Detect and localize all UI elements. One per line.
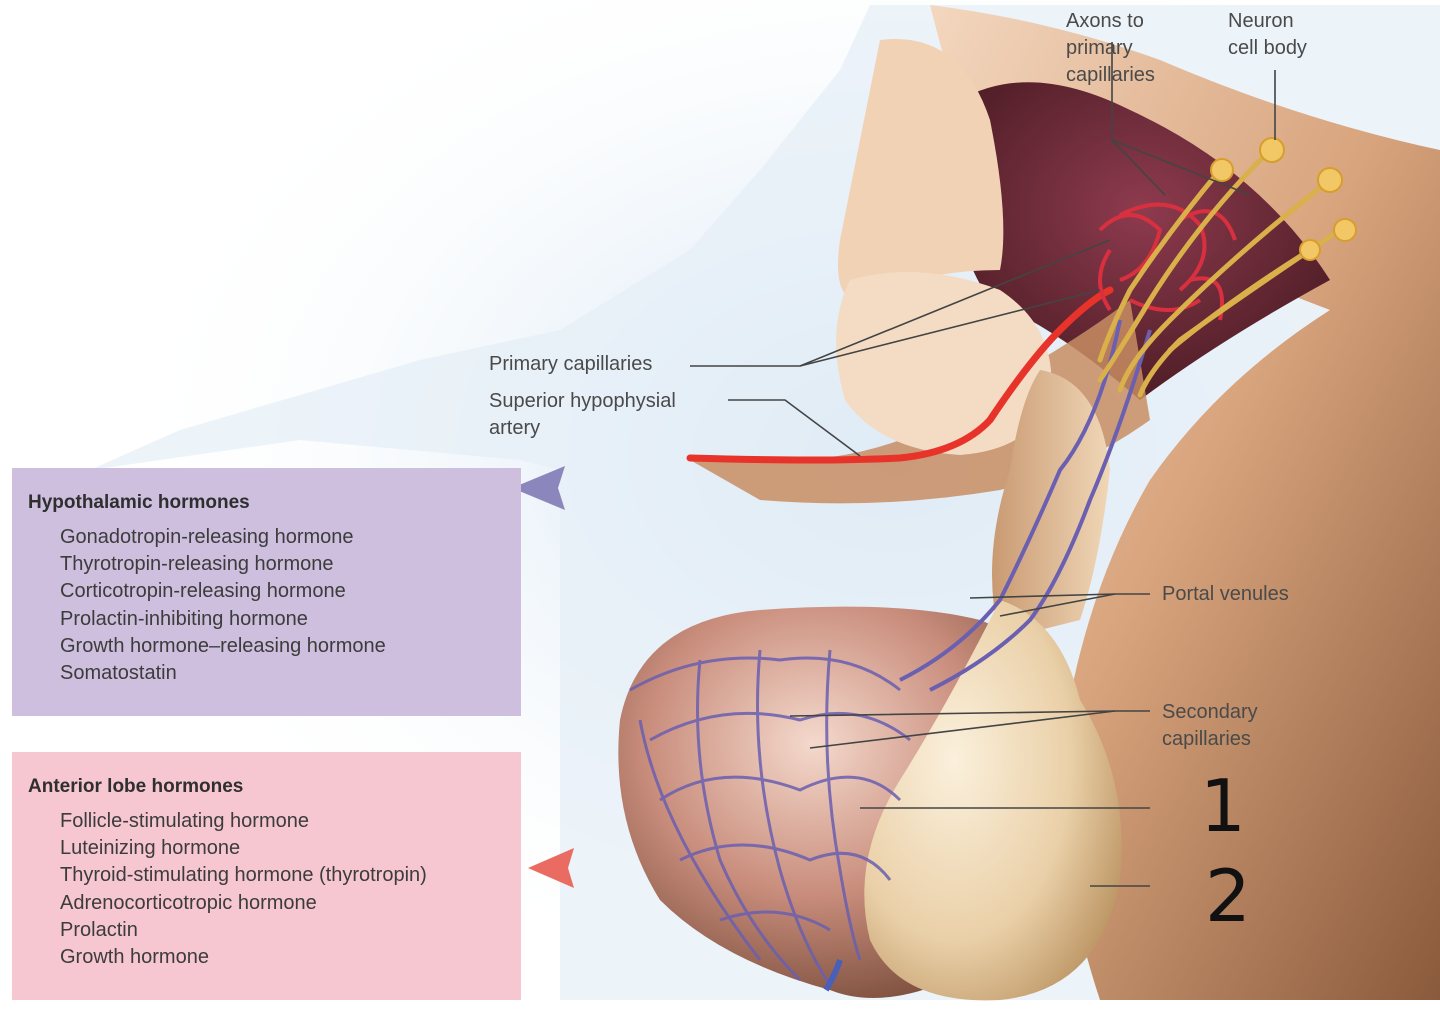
posterior-lobe — [864, 600, 1122, 1001]
anterior-lobe-hormones-title: Anterior lobe hormones — [28, 776, 244, 797]
optic-chiasm — [838, 39, 1004, 302]
list-item: Luteinizing hormone — [60, 837, 241, 860]
list-item: Follicle-stimulating hormone — [60, 810, 309, 832]
anterior-lobe-hormones-list: Follicle-stimulating hormone Luteinizing… — [28, 808, 507, 971]
hypothalamic-hormones-list: Gonadotropin-releasing hormone Thyrotrop… — [28, 524, 507, 687]
list-item: Growth hormone–releasing hormone — [60, 634, 386, 657]
hypothalamic-hormone-arrowhead — [512, 466, 565, 510]
superior-hypophysial-artery-label: Superior hypophysial artery — [489, 390, 676, 439]
anterior-hormone-arrowhead — [528, 848, 574, 888]
venous-outflow — [823, 959, 843, 992]
list-item: Corticotropin-releasing hormone — [60, 580, 346, 603]
anterior-lobe-hormones-box: Anterior lobe hormones Follicle-stimulat… — [12, 752, 521, 1000]
list-item: Adrenocorticotropic hormone — [60, 891, 317, 914]
handwritten-number-two: 2 — [1205, 854, 1251, 938]
list-item: Prolactin — [60, 918, 138, 941]
list-item: Thyrotropin-releasing hormone — [60, 553, 334, 576]
hypothalamic-hormones-title: Hypothalamic hormones — [28, 492, 250, 513]
neuron-axons — [1097, 147, 1343, 398]
secondary-capillaries-label: Secondary capillaries — [1162, 701, 1258, 750]
neuron-cell-bodies — [1210, 137, 1357, 261]
secondary-capillary-network — [629, 649, 911, 986]
handwritten-number-one: 1 — [1200, 764, 1246, 848]
list-item: Somatostatin — [60, 662, 177, 685]
list-item: Thyroid-stimulating hormone (thyrotropin… — [60, 864, 427, 887]
list-item: Growth hormone — [60, 946, 209, 969]
portal-venule-b — [929, 329, 1152, 692]
third-ventricle — [954, 82, 1330, 400]
leader-lines — [690, 42, 1276, 887]
superior-hypophysial-artery — [686, 286, 1114, 464]
portal-venules-label: Portal venules — [1162, 583, 1289, 605]
axons-label: Axons to primary capillaries — [1066, 10, 1155, 86]
primary-capillaries-label: Primary capillaries — [489, 353, 653, 375]
portal-venule-a — [899, 319, 1122, 682]
neuron-cell-body-label: Neuron cell body — [1228, 10, 1307, 59]
list-item: Gonadotropin-releasing hormone — [60, 526, 354, 548]
list-item: Prolactin-inhibiting hormone — [60, 607, 308, 630]
hypothalamic-hormones-box: Hypothalamic hormones Gonadotropin-relea… — [12, 468, 521, 716]
